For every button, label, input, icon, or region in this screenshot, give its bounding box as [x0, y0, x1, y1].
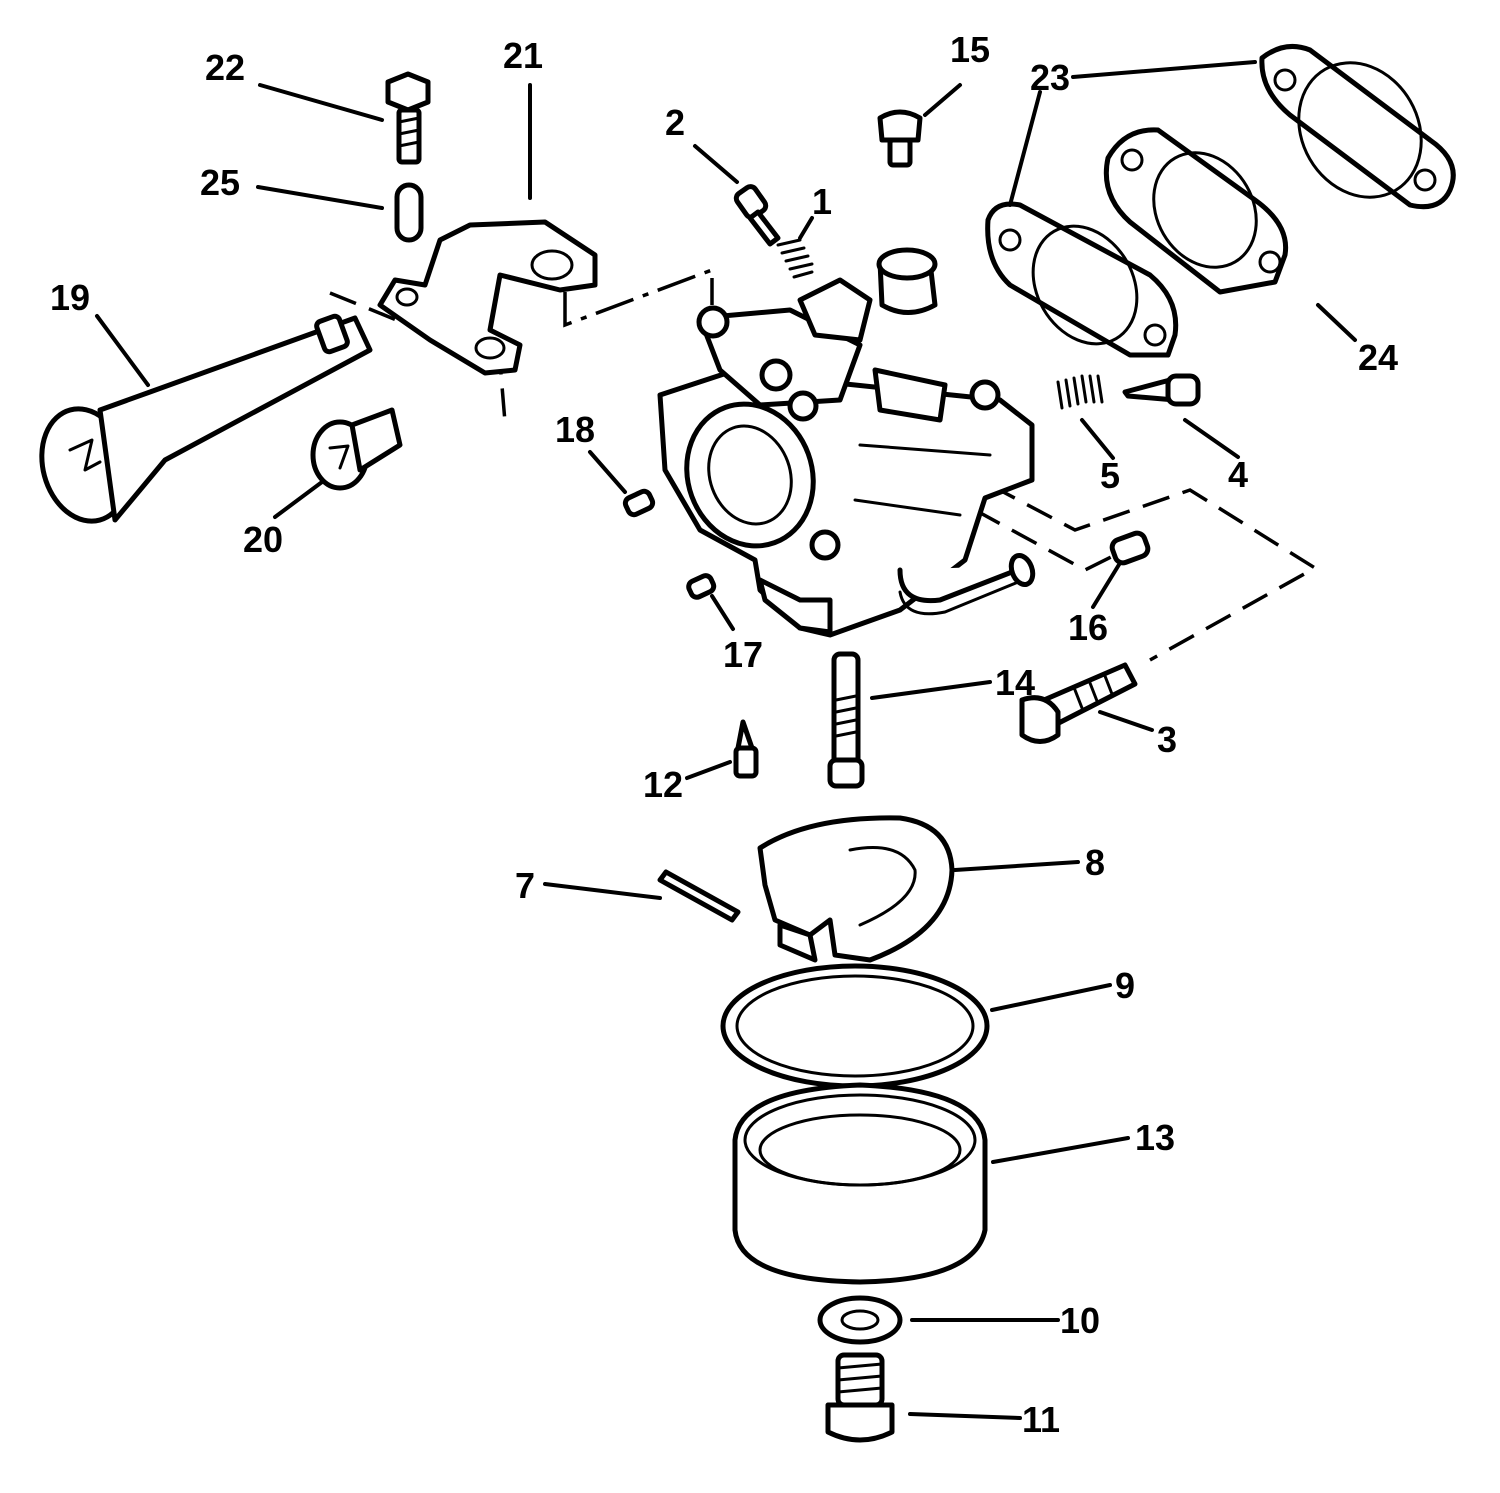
part-18-plug — [622, 488, 656, 518]
part-8-float — [757, 815, 955, 963]
callout-5: 5 — [1100, 455, 1120, 496]
callout-10: 10 — [1060, 1300, 1100, 1341]
part-24-insulator — [1103, 127, 1289, 295]
callout-19: 19 — [50, 277, 90, 318]
callout-11: 11 — [1022, 1399, 1060, 1440]
part-23-gasket-front — [985, 201, 1179, 358]
callout-24: 24 — [1358, 337, 1398, 378]
callout-25: 25 — [200, 162, 240, 203]
callout-15: 15 — [950, 29, 990, 70]
callout-18: 18 — [555, 409, 595, 450]
callout-13: 13 — [1135, 1117, 1175, 1158]
part-3-screw — [733, 184, 781, 247]
part-7-pin — [657, 869, 741, 923]
carburetor-body — [657, 247, 1036, 638]
callout-22: 22 — [205, 47, 245, 88]
callout-12: 12 — [643, 764, 683, 805]
callout-labels: 22 21 25 19 20 2 1 15 23 24 5 4 18 17 16… — [50, 29, 1398, 1440]
part-13-float-bowl — [732, 1082, 988, 1285]
callout-21: 21 — [503, 35, 543, 76]
callout-20: 20 — [243, 519, 283, 560]
part-19-choke-knob — [39, 313, 373, 524]
part-20-knob-insert — [310, 407, 403, 491]
part-25-spacer — [394, 182, 424, 243]
leader-lines — [95, 60, 1357, 1420]
part-21-choke-bracket — [377, 219, 598, 376]
callout-2: 1 — [812, 181, 832, 222]
callout-4: 4 — [1228, 454, 1248, 495]
callout-17: 17 — [723, 634, 763, 675]
callout-3: 2 — [665, 102, 685, 143]
part-16-plug — [1109, 530, 1151, 566]
part-9-gasket-ring — [720, 963, 990, 1089]
part-15-plug — [877, 109, 923, 168]
callout-9: 9 — [1115, 965, 1135, 1006]
callout-14: 14 — [995, 662, 1035, 703]
part-23-gasket-rear — [1259, 43, 1456, 210]
callout-16: 16 — [1068, 607, 1108, 648]
callout-23-top: 23 — [1030, 57, 1070, 98]
callout-7: 7 — [515, 865, 535, 906]
part-1-bolt — [1019, 662, 1138, 744]
part-4-needle-screw — [1122, 373, 1201, 407]
part-2-spring — [776, 238, 814, 279]
callout-8: 8 — [1085, 842, 1105, 883]
callout-1: 3 — [1157, 719, 1177, 760]
part-14-jet-tube — [827, 651, 865, 789]
part-22-bolt — [385, 71, 431, 165]
part-10-washer — [817, 1295, 903, 1345]
part-5-spring — [1056, 374, 1104, 410]
part-12-float-needle — [733, 719, 759, 779]
part-11-drain-plug — [825, 1352, 895, 1443]
part-17-plug — [686, 573, 717, 600]
